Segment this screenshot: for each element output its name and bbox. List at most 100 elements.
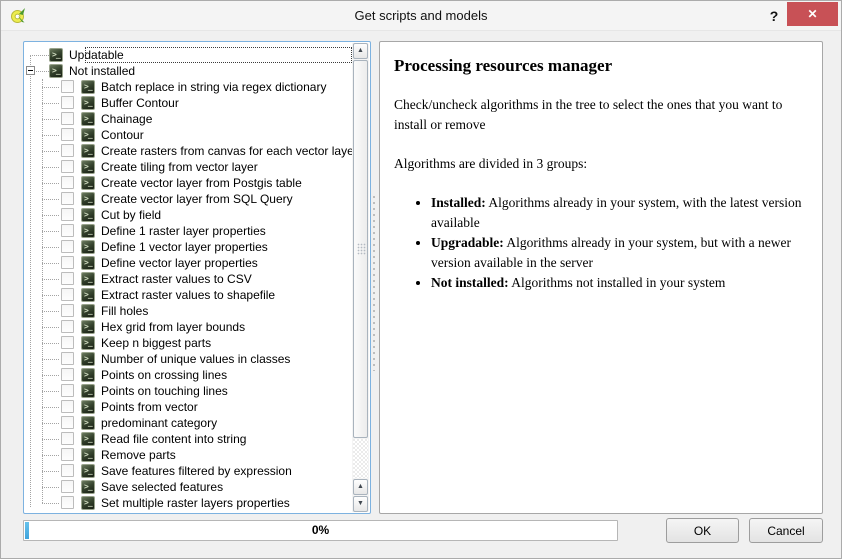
scrollbar-track[interactable] — [353, 439, 368, 478]
tree-item-row[interactable]: >_Points on touching lines — [25, 383, 352, 399]
tree-item-row[interactable]: >_Extract raster values to CSV — [25, 271, 352, 287]
item-checkbox-unchecked[interactable] — [61, 112, 74, 125]
item-checkbox-unchecked[interactable] — [61, 176, 74, 189]
info-title: Processing resources manager — [394, 56, 613, 75]
item-checkbox-unchecked[interactable] — [61, 320, 74, 333]
tree-item-row[interactable]: >_Points on crossing lines — [25, 367, 352, 383]
tree-branch-line — [42, 215, 59, 216]
tree-branch-line — [42, 295, 59, 296]
item-checkbox-unchecked[interactable] — [61, 384, 74, 397]
tree-item-row[interactable]: >_Create vector layer from Postgis table — [25, 175, 352, 191]
script-icon: >_ — [81, 496, 95, 510]
tree-branch-line — [42, 455, 59, 456]
tree-item-label: Hex grid from layer bounds — [101, 320, 246, 334]
ok-button[interactable]: OK — [666, 518, 739, 543]
item-checkbox-unchecked[interactable] — [61, 192, 74, 205]
item-checkbox-unchecked[interactable] — [61, 80, 74, 93]
tree-branch-line — [42, 391, 59, 392]
scrollbar-thumb[interactable] — [353, 60, 368, 438]
tree-item-row[interactable]: >_ Fill holes — [25, 303, 352, 319]
tree-item-row[interactable]: >_Define 1 vector layer properties — [25, 239, 352, 255]
tree-item-row[interactable]: >_Save features filtered by expression — [25, 463, 352, 479]
tree-item-row[interactable]: >_Remove parts — [25, 447, 352, 463]
script-icon: >_ — [81, 256, 95, 270]
tree-item-row[interactable]: >_Define 1 raster layer properties — [25, 223, 352, 239]
item-checkbox-unchecked[interactable] — [61, 128, 74, 141]
tree-item-label: Save selected features — [101, 480, 224, 494]
item-checkbox-unchecked[interactable] — [61, 256, 74, 269]
collapse-icon[interactable] — [26, 66, 35, 75]
tree-item-row[interactable]: >_ Number of unique values in classes — [25, 351, 352, 367]
tree-view[interactable]: >_Updatable>_Not installed>_Batch replac… — [25, 43, 352, 512]
item-checkbox-unchecked[interactable] — [61, 464, 74, 477]
scroll-down-icon[interactable]: ▼ — [353, 496, 368, 512]
item-checkbox-unchecked[interactable] — [61, 368, 74, 381]
tree-item-label: Number of unique values in classes — [101, 352, 291, 366]
algorithm-tree-panel[interactable]: >_Updatable>_Not installed>_Batch replac… — [23, 41, 371, 514]
tree-item-label: Extract raster values to CSV — [101, 272, 252, 286]
tree-branch-line — [36, 71, 49, 72]
tree-item-row[interactable]: >_Save selected features — [25, 479, 352, 495]
item-checkbox-unchecked[interactable] — [61, 432, 74, 445]
progress-label: 0% — [311, 523, 330, 537]
title-bar[interactable]: Get scripts and models ? ✕ — [1, 1, 841, 31]
item-checkbox-unchecked[interactable] — [61, 272, 74, 285]
scroll-up-icon[interactable]: ▲ — [353, 479, 368, 495]
item-checkbox-unchecked[interactable] — [61, 416, 74, 429]
script-icon: >_ — [49, 64, 63, 78]
tree-branch-line — [42, 263, 59, 264]
script-icon: >_ — [81, 176, 95, 190]
item-checkbox-unchecked[interactable] — [61, 480, 74, 493]
tree-group-row[interactable]: >_Updatable — [25, 47, 352, 63]
tree-group-label: Not installed — [69, 64, 136, 78]
item-checkbox-unchecked[interactable] — [61, 400, 74, 413]
item-checkbox-unchecked[interactable] — [61, 208, 74, 221]
tree-item-row[interactable]: >_Batch replace in string via regex dict… — [25, 79, 352, 95]
tree-item-row[interactable]: >_Contour — [25, 127, 352, 143]
tree-item-row[interactable]: >_Create rasters from canvas for each ve… — [25, 143, 352, 159]
tree-item-row[interactable]: >_Set multiple raster layers properties — [25, 495, 352, 511]
item-checkbox-unchecked[interactable] — [61, 352, 74, 365]
tree-branch-line — [42, 487, 59, 488]
close-button[interactable]: ✕ — [787, 2, 838, 26]
tree-branch-line — [42, 135, 59, 136]
tree-item-row[interactable]: >_Cut by field — [25, 207, 352, 223]
tree-item-row[interactable]: >_Hex grid from layer bounds — [25, 319, 352, 335]
tree-item-row[interactable]: >_Define vector layer properties — [25, 255, 352, 271]
tree-item-row[interactable]: >_Create vector layer from SQL Query — [25, 191, 352, 207]
panel-splitter-handle[interactable] — [373, 196, 375, 371]
item-checkbox-unchecked[interactable] — [61, 304, 74, 317]
item-checkbox-unchecked[interactable] — [61, 160, 74, 173]
tree-item-row[interactable]: >_predominant category — [25, 415, 352, 431]
tree-item-row[interactable]: >_Points from vector — [25, 399, 352, 415]
tree-group-row[interactable]: >_ Not installed — [25, 63, 352, 79]
tree-item-row[interactable]: >_Chainage — [25, 111, 352, 127]
scroll-up-icon[interactable]: ▲ — [353, 43, 368, 59]
help-button[interactable]: ? — [763, 5, 785, 27]
tree-item-label: Fill holes — [101, 304, 149, 318]
tree-branch-line — [42, 279, 59, 280]
tree-branch-line — [42, 79, 43, 503]
tree-item-row[interactable]: >_Extract raster values to shapefile — [25, 287, 352, 303]
item-checkbox-unchecked[interactable] — [61, 240, 74, 253]
item-checkbox-unchecked[interactable] — [61, 496, 74, 509]
list-item: Upgradable: Algorithms already in your s… — [431, 233, 806, 273]
tree-branch-line — [42, 103, 59, 104]
script-icon: >_ — [81, 448, 95, 462]
tree-scrollbar[interactable]: ▲ ▲ ▼ — [352, 43, 369, 512]
tree-item-row[interactable]: >_Keep n biggest parts — [25, 335, 352, 351]
tree-item-row[interactable]: >_Create tiling from vector layer — [25, 159, 352, 175]
item-checkbox-unchecked[interactable] — [61, 448, 74, 461]
cancel-button[interactable]: Cancel — [749, 518, 823, 543]
item-checkbox-unchecked[interactable] — [61, 224, 74, 237]
script-icon: >_ — [81, 304, 95, 318]
script-icon: >_ — [81, 352, 95, 366]
tree-branch-line — [42, 343, 59, 344]
item-checkbox-unchecked[interactable] — [61, 336, 74, 349]
item-checkbox-unchecked[interactable] — [61, 144, 74, 157]
item-checkbox-unchecked[interactable] — [61, 288, 74, 301]
tree-item-row[interactable]: >_Read file content into string — [25, 431, 352, 447]
tree-item-row[interactable]: >_Buffer Contour — [25, 95, 352, 111]
tree-item-label: Define 1 raster layer properties — [101, 224, 266, 238]
item-checkbox-unchecked[interactable] — [61, 96, 74, 109]
